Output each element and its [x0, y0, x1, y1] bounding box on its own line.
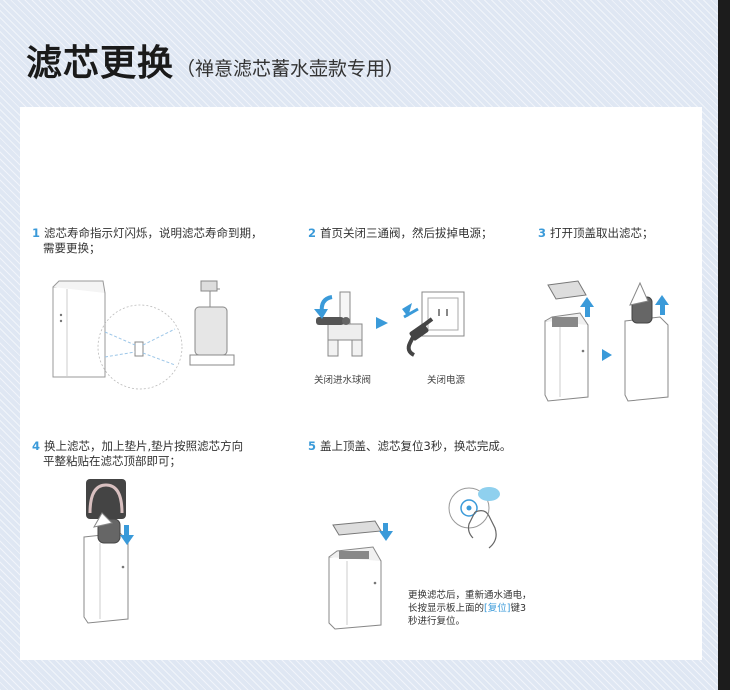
- step-1-number: 1: [32, 226, 41, 240]
- step-4-line1: 换上滤芯，加上垫片,垫片按照滤芯方向: [44, 439, 244, 453]
- reset-note-line2: 长按显示板上面的[复位]键3: [408, 602, 532, 615]
- reset-note-line2-post: 键3: [510, 603, 526, 614]
- step-2-arrow-icon: [376, 317, 388, 329]
- step-1-line2: 需要更换；: [43, 241, 101, 255]
- reset-key-label: [复位]: [484, 603, 511, 614]
- step-4-number: 4: [32, 439, 41, 453]
- step-1-line1: 滤芯寿命指示灯闪烁，说明滤芯寿命到期，: [44, 226, 263, 240]
- reset-button-illustration: [448, 487, 500, 549]
- reset-note-line1: 更换滤芯后，重新通水通电，: [408, 590, 532, 601]
- power-caption: 关闭电源: [427, 375, 466, 386]
- reset-note-line3: 秒进行复位。: [408, 616, 466, 627]
- step-3-line1: 打开顶盖取出滤芯；: [550, 226, 654, 240]
- step-3-number: 3: [538, 226, 547, 240]
- step-2-line1: 首页关闭三通阀，然后拔掉电源；: [320, 226, 493, 240]
- step-2-valve-illustration: [314, 291, 363, 357]
- step-1-illustration: [52, 280, 235, 390]
- title-subtitle: （禅意滤芯蓄水壶款专用）: [176, 58, 405, 80]
- step-2-number: 2: [308, 226, 317, 240]
- title-main: 滤芯更换: [26, 43, 175, 84]
- page-title: 滤芯更换（禅意滤芯蓄水壶款专用）: [26, 34, 404, 86]
- reset-note-line2-pre: 长按显示板上面的: [408, 603, 485, 614]
- step-3-illustration: [544, 280, 669, 402]
- step-2-plug-illustration: [402, 291, 465, 357]
- step-4-illustration: [83, 479, 134, 624]
- step-5-number: 5: [308, 439, 317, 453]
- step-4-line2: 平整粘贴在滤芯顶部即可；: [43, 454, 181, 468]
- step-5-line1: 盖上顶盖、滤芯复位3秒，换芯完成。: [320, 439, 512, 453]
- reset-note: 更换滤芯后，重新通水通电， 长按显示板上面的[复位]键3 秒进行复位。: [408, 589, 532, 628]
- valve-caption: 关闭进水球阀: [314, 375, 372, 386]
- step-5-illustration: [328, 520, 393, 630]
